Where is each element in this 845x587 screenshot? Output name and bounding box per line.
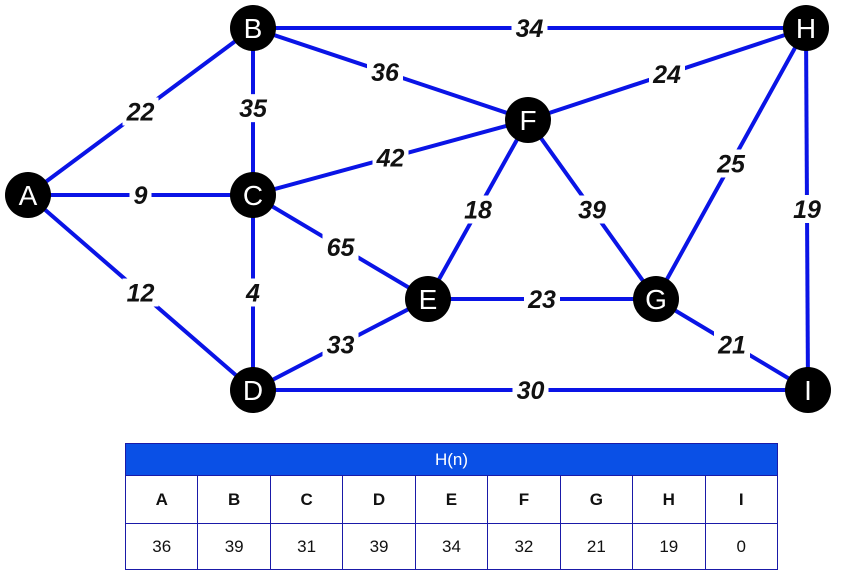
edge-weight-background [242,278,264,307]
node-e: E [405,276,451,322]
node-h: H [783,5,829,51]
node-d: D [230,367,276,413]
node-circle [405,276,451,322]
edge-weight-background [322,233,359,261]
edge-weight-e-g: 23 [527,286,556,314]
node-b: B [230,5,276,51]
edge-weight-b-c: 35 [239,95,268,123]
heuristic-values-row: 36 39 31 39 34 32 21 19 0 [124,523,778,570]
heuristic-table-title: H(n) [125,443,778,476]
edge-weight-f-h: 24 [652,61,681,89]
edge-weight-d-e: 33 [327,332,355,360]
heuristic-value: 19 [632,523,706,570]
edge-weight-background [714,330,750,359]
heuristic-node-label: G [559,475,634,524]
node-circle [783,5,829,51]
edge-weight-d-i: 30 [517,377,545,405]
heuristic-node-label: F [487,475,561,524]
node-label: E [419,284,438,315]
edge-weight-c-e: 65 [327,234,356,262]
heuristic-node-label: A [124,475,199,524]
edge-weight-f-g: 39 [578,197,606,225]
edge-weight-a-b: 22 [126,99,155,127]
node-label: C [243,180,263,211]
edge-weight-background [524,285,560,313]
edge-weight-background [511,14,548,42]
heuristic-value: 31 [269,523,344,570]
edge-weight-background [122,278,159,307]
node-label: I [804,375,812,406]
edge-weight-b-h: 34 [516,15,544,43]
edge-weight-g-h: 25 [716,151,746,179]
heuristic-node-label: I [704,475,778,524]
edge-weight-background [574,195,610,224]
edge-weight-background [122,97,159,126]
node-f: F [505,97,551,143]
heuristic-value: 39 [342,523,416,570]
edge-weight-background [460,195,496,224]
edge-weight-background [649,60,685,88]
edge-weight-background [372,143,409,172]
node-circle [505,97,551,143]
node-circle [5,172,51,218]
node-label: D [243,375,263,406]
edge-weight-g-i: 21 [717,332,746,360]
heuristic-node-label: H [632,475,706,524]
node-label: A [19,180,38,211]
edge-weight-background [713,149,749,178]
edge-weight-background [367,58,403,87]
heuristic-value: 21 [559,523,634,570]
heuristic-node-label: B [197,475,271,524]
heuristic-value: 36 [124,523,199,570]
heuristic-header-row: A B C D E F G H I [124,475,778,524]
node-c: C [230,172,276,218]
node-circle [785,367,831,413]
node-circle [230,5,276,51]
edge-weight-background [789,195,825,223]
heuristic-value: 32 [487,523,561,570]
heuristic-node-label: D [342,475,416,524]
heuristic-value: 39 [197,523,271,570]
edge-weight-e-f: 18 [464,197,492,225]
node-circle [633,276,679,322]
edge-weight-a-c: 9 [134,182,148,210]
node-i: I [785,367,831,413]
heuristic-node-label: E [414,475,489,524]
heuristic-value: 34 [414,523,489,570]
node-label: H [796,13,816,44]
edge-weight-c-f: 42 [376,145,405,173]
edge-weight-background [129,181,152,209]
edge-weight-background [235,94,271,123]
edge-weight-b-f: 36 [371,59,400,87]
edge-weight-background [512,376,549,404]
node-a: A [5,172,51,218]
node-g: G [633,276,679,322]
edge-weight-h-i: 19 [793,196,821,224]
edge-weight-c-d: 4 [245,280,260,308]
node-circle [230,172,276,218]
graph-diagram: 22 9 12 35 36 34 4 65 42 33 30 18 23 39 24 25 21 19 A B C D E… [5,5,831,413]
node-circle [230,367,276,413]
edge-weight-a-d: 12 [127,280,155,308]
node-label: F [519,105,536,136]
heuristic-value: 0 [704,523,778,570]
node-label: G [645,284,667,315]
heuristic-node-label: C [269,475,344,524]
node-label: B [244,13,263,44]
heuristic-table: H(n) A B C D E F G H I 36 39 31 39 34 32… [124,443,778,570]
edge-weight-background [322,330,359,359]
